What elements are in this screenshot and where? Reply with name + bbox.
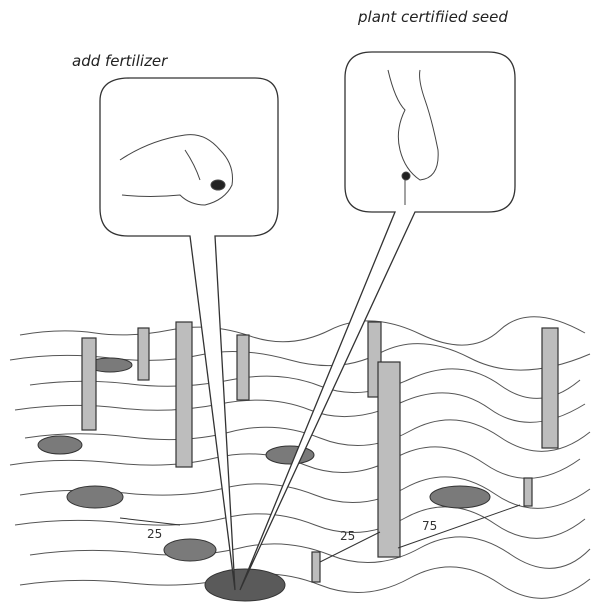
stake	[82, 338, 96, 430]
stake	[138, 328, 149, 380]
planting-stakes	[82, 322, 558, 582]
clump	[430, 486, 490, 508]
clump	[67, 486, 123, 508]
stake	[378, 362, 400, 557]
stake	[176, 322, 192, 467]
spacing-label-right: 75	[422, 519, 437, 533]
stake	[312, 552, 320, 582]
clump	[205, 569, 285, 601]
spacing-label-middle: 25	[340, 529, 355, 543]
clump	[266, 446, 314, 464]
soil-clumps	[38, 358, 490, 601]
stake	[542, 328, 558, 448]
clump	[38, 436, 82, 454]
stake	[237, 335, 249, 400]
clump	[164, 539, 216, 561]
spacing-label-left: 25	[147, 527, 162, 541]
stake	[524, 478, 532, 506]
